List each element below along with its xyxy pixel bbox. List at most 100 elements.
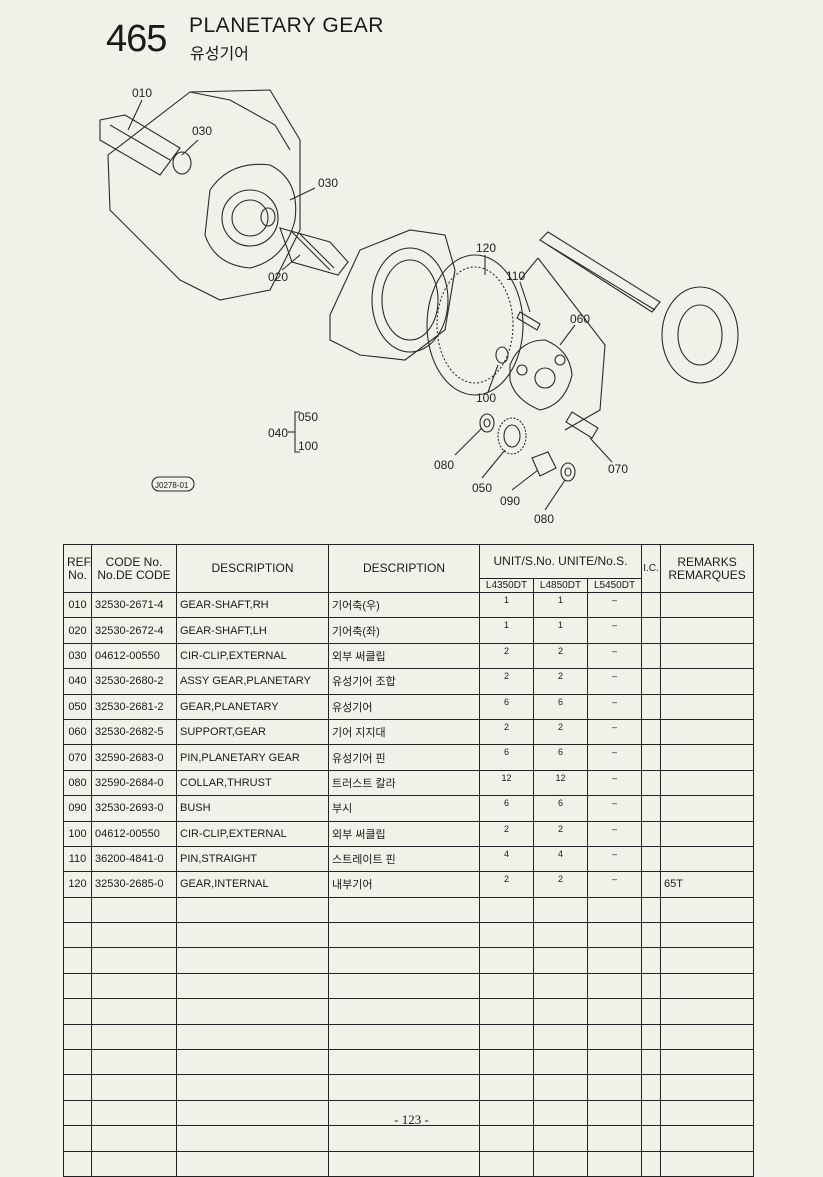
header-code: CODE No. No.DE CODE <box>91 544 177 593</box>
qty-l4850dt-cell: 12 <box>533 769 588 797</box>
qty-l4350dt-cell <box>479 1023 534 1051</box>
callout-100-a: 100 <box>476 391 496 405</box>
description-en-cell: GEAR-SHAFT,RH <box>176 591 329 619</box>
description-en-cell: CIR-CLIP,EXTERNAL <box>176 820 329 847</box>
qty-l4350dt-cell <box>479 922 534 949</box>
qty-l5450dt-cell <box>586 1023 643 1051</box>
qty-l4350dt-cell <box>479 1099 534 1127</box>
qty-l4850dt-cell: 6 <box>533 795 588 822</box>
ref-cell: 040 <box>63 668 92 695</box>
ic-cell <box>641 668 662 695</box>
remarks-cell <box>660 1099 755 1127</box>
code-cell: 32530-2682-5 <box>91 718 177 746</box>
ic-cell <box>641 896 662 924</box>
qty-l4850dt-cell: 4 <box>533 845 588 873</box>
ic-cell <box>641 769 662 797</box>
ref-cell: 110 <box>63 845 92 873</box>
callout-030-a: 030 <box>192 124 212 138</box>
qty-l4350dt-cell <box>479 1049 534 1076</box>
description-ko-cell <box>328 1023 480 1051</box>
ref-cell: 070 <box>63 744 92 771</box>
callout-060: 060 <box>570 312 590 326</box>
header-remarks: REMARKS REMARQUES <box>660 544 755 593</box>
code-cell: 32590-2684-0 <box>91 769 177 797</box>
remarks-cell <box>660 617 755 644</box>
figure-code: J0278-01 <box>155 481 189 490</box>
description-ko-cell: 외부 써클립 <box>328 642 480 670</box>
exploded-parts-diagram: 010 030 030 020 120 110 060 100 050 100 … <box>99 86 739 526</box>
qty-l5450dt-cell <box>586 1074 643 1101</box>
remarks-cell <box>660 896 755 924</box>
code-cell: 32590-2683-0 <box>91 744 177 771</box>
qty-l4850dt-cell <box>533 896 588 924</box>
code-cell: 04612-00550 <box>91 642 177 670</box>
qty-l5450dt-cell <box>586 947 643 974</box>
description-ko-cell: 기어축(좌) <box>328 617 480 644</box>
code-cell: 32530-2671-4 <box>91 591 177 619</box>
table-row <box>63 1049 755 1076</box>
section-number: 465 <box>106 18 167 60</box>
description-ko-cell: 유성기어 핀 <box>328 744 480 771</box>
ref-cell <box>63 922 92 949</box>
remarks-cell <box>660 1074 755 1101</box>
ref-cell: 010 <box>63 591 92 619</box>
description-en-cell: COLLAR,THRUST <box>176 769 329 797</box>
callout-050-b: 050 <box>472 481 492 495</box>
qty-l4350dt-cell: 2 <box>479 668 534 695</box>
qty-l4850dt-cell: 2 <box>533 820 588 847</box>
header-ref: REF. No. <box>63 544 92 593</box>
description-en-cell: CIR-CLIP,EXTERNAL <box>176 642 329 670</box>
ref-cell: 100 <box>63 820 92 847</box>
code-cell: 32530-2685-0 <box>91 871 177 898</box>
ref-cell: 090 <box>63 795 92 822</box>
ref-cell: 060 <box>63 718 92 746</box>
qty-l4350dt-cell: 2 <box>479 871 534 898</box>
ic-cell <box>641 922 662 949</box>
table-row <box>63 1099 755 1127</box>
ref-cell: 020 <box>63 617 92 644</box>
qty-l5450dt-cell: – <box>586 769 643 797</box>
header-description-en: DESCRIPTION <box>176 544 329 593</box>
ic-cell <box>641 871 662 898</box>
qty-l4850dt-cell <box>533 1074 588 1101</box>
qty-l5450dt-cell: – <box>586 617 643 644</box>
ic-cell <box>641 642 662 670</box>
qty-l4350dt-cell: 2 <box>479 718 534 746</box>
remarks-cell <box>660 1049 755 1076</box>
description-ko-cell <box>328 1125 480 1152</box>
remarks-cell <box>660 922 755 949</box>
header-model-1: L4350DT <box>479 578 534 593</box>
code-cell <box>91 947 177 974</box>
qty-l4850dt-cell: 2 <box>533 871 588 898</box>
ic-cell <box>641 820 662 847</box>
code-cell <box>91 1023 177 1051</box>
description-ko-cell: 스트레이트 핀 <box>328 845 480 873</box>
description-ko-cell <box>328 1049 480 1076</box>
qty-l4850dt-cell: 6 <box>533 744 588 771</box>
qty-l5450dt-cell <box>586 896 643 924</box>
qty-l4850dt-cell: 1 <box>533 591 588 619</box>
description-ko-cell <box>328 1074 480 1101</box>
ic-cell <box>641 617 662 644</box>
code-cell <box>91 922 177 949</box>
page-title: PLANETARY GEAR <box>189 14 384 37</box>
ref-cell <box>63 1023 92 1051</box>
callout-080-a: 080 <box>434 458 454 472</box>
ic-cell <box>641 998 662 1025</box>
description-en-cell: SUPPORT,GEAR <box>176 718 329 746</box>
qty-l4850dt-cell <box>533 1023 588 1051</box>
qty-l5450dt-cell: – <box>586 744 643 771</box>
qty-l4350dt-cell: 6 <box>479 744 534 771</box>
description-ko-cell <box>328 896 480 924</box>
qty-l4850dt-cell: 2 <box>533 642 588 670</box>
qty-l5450dt-cell <box>586 922 643 949</box>
code-cell: 32530-2693-0 <box>91 795 177 822</box>
description-en-cell <box>176 1074 329 1101</box>
